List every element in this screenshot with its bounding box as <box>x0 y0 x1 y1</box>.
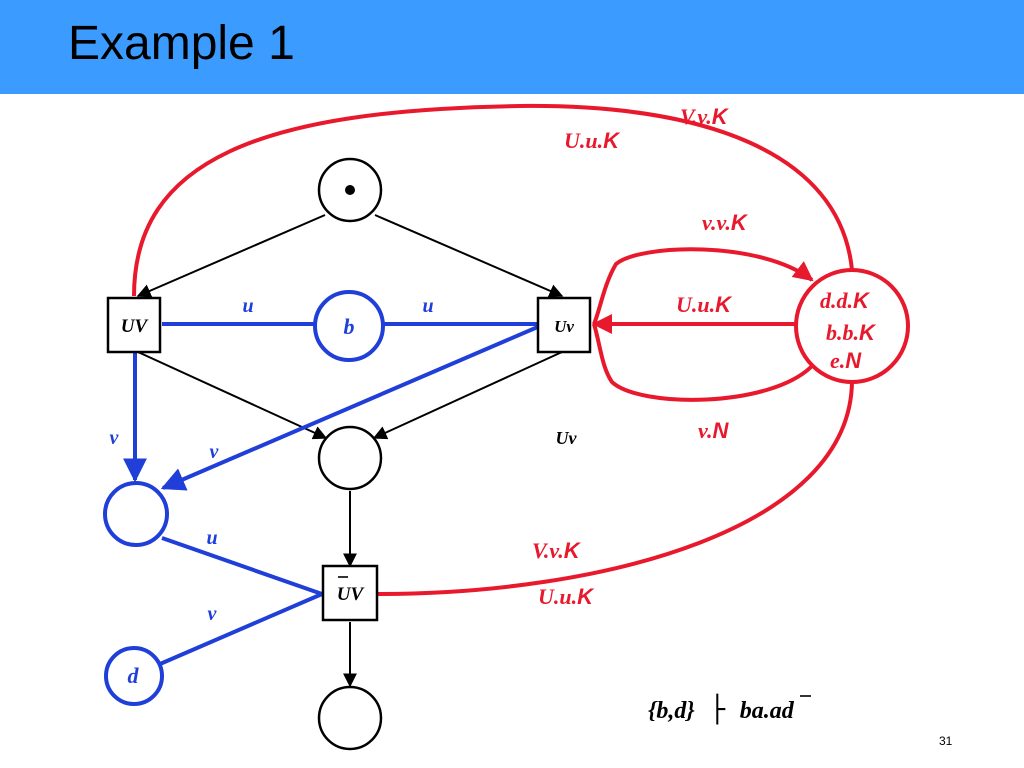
label-blue-u-bottom: u <box>206 527 217 549</box>
label-uv-floating: Uv <box>556 428 578 448</box>
label-top-outer-2: U.u.K <box>564 128 621 153</box>
blue-arc-place-to-bottom <box>161 536 323 596</box>
formula-word-suffix: d <box>782 698 795 724</box>
label-blue-v-bottom: v <box>208 603 218 625</box>
place-red <box>794 268 910 384</box>
place-final <box>317 685 383 751</box>
place-b <box>313 290 385 362</box>
label-right-top: v.v.K <box>702 210 749 235</box>
place-mid <box>317 425 383 491</box>
place-d <box>104 646 164 706</box>
formula-word-prefix: ba. <box>740 698 770 724</box>
label-bottom-outer-1: V.v.K <box>532 538 582 563</box>
label-blue-v-diag: v <box>210 441 220 463</box>
place-blue-left <box>103 481 169 547</box>
arc-top-to-right <box>374 214 564 298</box>
red-loop-bottom <box>592 323 814 402</box>
label-blue-u-left: u <box>242 295 253 317</box>
label-top-outer-1: V.v.K <box>680 104 730 129</box>
label-place-b: b <box>344 314 355 339</box>
red-place-line-3: e.N <box>830 348 862 373</box>
transition-right <box>536 296 592 354</box>
blue-arc-right-diag <box>160 324 541 491</box>
label-transition-bottom: UV <box>337 584 365 605</box>
label-bottom-outer-2: U.u.K <box>538 584 595 609</box>
label-blue-v-left: v <box>110 427 120 449</box>
red-arc-outer-top <box>132 103 854 297</box>
label-blue-u-right: u <box>422 295 433 317</box>
red-place-line-2: b.b.K <box>826 320 877 345</box>
token-dot <box>345 185 355 195</box>
arc-top-to-left <box>136 214 326 298</box>
formula-word-bar: a <box>770 698 782 724</box>
arc-left-to-mid <box>137 351 328 440</box>
label-right-bottom: v.N <box>698 418 729 443</box>
red-arc-outer-bottom <box>377 379 854 596</box>
transition-bottom <box>321 564 379 622</box>
page-number: 31 <box>939 734 953 748</box>
arc-right-to-mid <box>372 351 563 440</box>
blue-arc-d-to-bottom <box>159 592 323 666</box>
transition-left <box>106 296 162 354</box>
label-right-mid: U.u.K <box>676 292 733 317</box>
formula-turnstile: ├ <box>709 693 725 725</box>
formula-set: {b,d} <box>648 698 695 724</box>
red-place-line-1: d.d.K <box>820 288 871 313</box>
red-loop-top <box>592 247 814 325</box>
title-bar <box>0 0 1024 94</box>
label-transition-left: UV <box>121 316 149 337</box>
formula: {b,d} ├ ba.ad <box>648 693 795 725</box>
label-place-d: d <box>128 663 140 688</box>
label-transition-right: Uv <box>554 317 574 336</box>
slide-title: Example 1 <box>68 17 295 70</box>
